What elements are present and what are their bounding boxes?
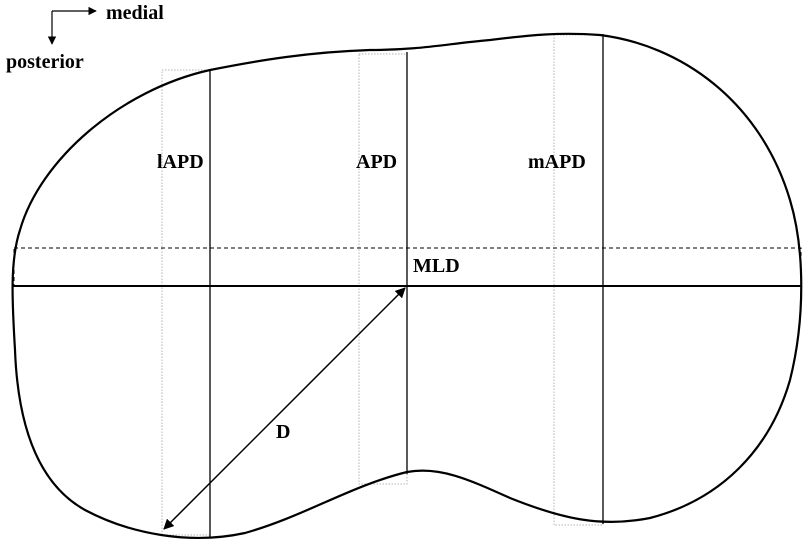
mapd-band	[553, 34, 604, 526]
d-label: D	[276, 421, 290, 443]
medial-label: medial	[106, 2, 164, 24]
lapd-band	[161, 69, 211, 536]
posterior-label: posterior	[6, 51, 84, 73]
apd-band	[358, 53, 408, 485]
apd-label: APD	[356, 151, 397, 173]
mapd-label: mAPD	[528, 151, 586, 173]
d-arrow	[163, 287, 406, 530]
plateau-outline	[11, 32, 803, 539]
mld-label: MLD	[413, 255, 460, 277]
lapd-label: lAPD	[157, 151, 204, 173]
orientation-indicator: medial posterior	[6, 2, 164, 73]
